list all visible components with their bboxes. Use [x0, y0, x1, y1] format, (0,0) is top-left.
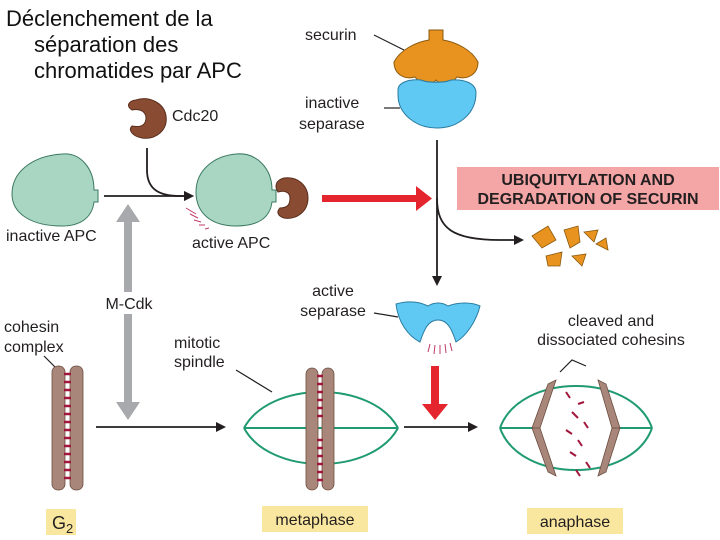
separase-activity-marks [427, 342, 453, 355]
securin-label: securin [305, 27, 357, 44]
g2-chromosome-icon [51, 365, 84, 491]
ubiquitylation-label-2: DEGRADATION OF SECURIN [477, 191, 698, 208]
cleaved-cohesin-fragments [565, 391, 591, 477]
securin-icon [393, 29, 479, 85]
ubiquitylation-box [457, 167, 719, 210]
red-arrow-ubiquitylation [322, 186, 432, 211]
inactive-separase-label-1: inactive [305, 95, 359, 112]
slide-title: Déclenchement de la séparation des chrom… [6, 6, 242, 84]
metaphase-spindle [243, 391, 399, 465]
active-separase-label-2: separase [300, 303, 366, 320]
title-line-2: séparation des [34, 32, 179, 57]
ubiquitylation-label-1: UBIQUITYLATION AND [501, 172, 674, 189]
active-apc-icon [195, 153, 309, 227]
anaphase-chromatids-icon [531, 379, 621, 477]
title-line-1: Déclenchement de la [6, 6, 213, 31]
mcdk-label: M-Cdk [105, 296, 153, 313]
active-separase-label-1: active [312, 283, 354, 300]
cleaved-label-2: dissociated cohesins [537, 332, 685, 349]
apc-activity-marks [185, 207, 210, 230]
active-separase-icon [395, 301, 481, 343]
g2-box [46, 509, 76, 535]
cleaved-label-1: cleaved and [568, 313, 654, 330]
spindle-label-2: spindle [174, 354, 225, 371]
inactive-apc-icon [11, 153, 99, 227]
title-line-3: chromatides par APC [34, 58, 242, 83]
red-arrow-down [422, 366, 448, 420]
inactive-apc-label: inactive APC [6, 228, 97, 245]
cdc20-label: Cdc20 [172, 108, 218, 125]
inactive-separase-label-2: separase [299, 116, 365, 133]
metaphase-chromosome-icon [305, 367, 335, 491]
cohesin-label-1: cohesin [4, 319, 59, 336]
metaphase-label: metaphase [275, 512, 354, 529]
inactive-separase-icon [397, 79, 477, 129]
anaphase-spindle [499, 385, 653, 471]
active-apc-label: active APC [192, 235, 270, 252]
g2-label: G2 [52, 513, 73, 536]
degraded-securin-icon [531, 225, 609, 267]
cdc20-icon [128, 98, 167, 139]
anaphase-label: anaphase [540, 514, 610, 531]
metaphase-box [262, 506, 368, 532]
cohesin-label-2: complex [4, 339, 64, 356]
anaphase-box [527, 508, 623, 534]
spindle-label-1: mitotic [174, 335, 220, 352]
